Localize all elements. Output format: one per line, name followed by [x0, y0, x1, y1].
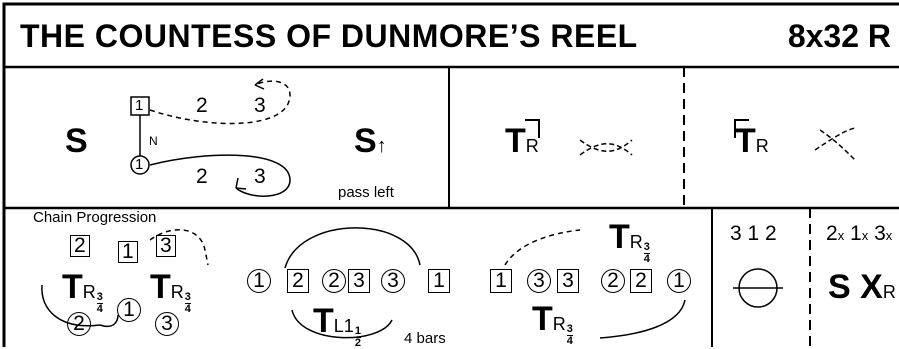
turn-sub: L [333, 316, 344, 336]
set-cross-sub: R [882, 282, 896, 302]
fraction-den: 4 [643, 253, 650, 265]
dashed-path [149, 80, 291, 125]
dancer-box: 1 [428, 269, 450, 293]
order-x: x [861, 228, 869, 243]
turn-letter: T [735, 122, 756, 160]
set-symbol: S↑ [354, 122, 387, 161]
bracket [734, 119, 749, 138]
solid-path [99, 314, 119, 327]
turn-letter: T [150, 268, 171, 306]
solid-path [599, 299, 686, 339]
dancer-circle: 3 [155, 312, 179, 336]
turn-letter: T [505, 122, 526, 160]
order-label: 3 1 2 [730, 222, 777, 245]
bracket [525, 119, 540, 138]
cell-heading: Chain Progression [33, 209, 157, 226]
dancer-circle: 2 [322, 269, 346, 293]
set-cross-letters: S X [828, 268, 883, 306]
north-label: N [149, 134, 158, 148]
path-number: 2 [196, 94, 208, 117]
fraction-den: 2 [354, 337, 361, 349]
crossing-arrows [579, 139, 633, 156]
fraction-num: 3 [643, 241, 650, 254]
turn-sub: R [629, 232, 643, 252]
path-number: 2 [196, 165, 208, 188]
up-arrow: ↑ [376, 135, 387, 157]
dancer-box: 3 [348, 269, 370, 293]
dancer-circle: 2 [601, 269, 625, 293]
solid-path [149, 154, 291, 197]
turn-letter: T [609, 218, 630, 256]
order-x: x [837, 228, 845, 243]
solid-path [291, 309, 393, 339]
turn-symbol: TR [735, 122, 769, 161]
arrowhead [235, 177, 247, 190]
set-cross-symbol: S XR [828, 268, 896, 307]
caption: 4 bars [404, 330, 446, 347]
turn-whole: 1 [343, 316, 354, 336]
turn-sub: R [525, 136, 539, 156]
fraction-den: 4 [96, 303, 103, 315]
turn-letter: T [313, 302, 334, 340]
dancer-box: 1 [118, 241, 138, 263]
arrowhead [254, 78, 265, 90]
dancer-circle: 1 [247, 269, 271, 293]
fraction-num: 3 [566, 323, 573, 336]
turn-sub: R [170, 282, 184, 302]
turn-letter: T [532, 300, 553, 338]
dancer-circle [130, 155, 150, 175]
dashed-path [149, 229, 209, 266]
turn-letter: T [62, 268, 83, 306]
path-number: 3 [254, 94, 266, 117]
dancer-box: 2 [630, 269, 652, 293]
fraction-num: 3 [96, 291, 103, 304]
fraction-num: 1 [354, 325, 361, 338]
crossing-arrows [814, 127, 856, 161]
turn-symbol: TR [505, 122, 539, 161]
fraction-num: 3 [184, 291, 191, 304]
dancer-box: 2 [287, 269, 309, 293]
dancer-circle: 1 [117, 298, 141, 322]
order-label: 2x 1x 3x [826, 222, 892, 246]
circle-label: 1 [135, 156, 144, 173]
dancer-circle: 1 [667, 269, 691, 293]
solid-path [284, 227, 421, 269]
set-symbol: S [65, 122, 88, 160]
dancer-circle: 3 [527, 269, 551, 293]
dancer-circle: 3 [381, 269, 405, 293]
dancer-box: 3 [557, 269, 579, 293]
dancer-box: 3 [156, 235, 176, 257]
dashed-path [504, 229, 581, 266]
order-x: x [885, 228, 893, 243]
turn-sub: R [552, 314, 566, 334]
set-symbol-letter: S [354, 122, 377, 160]
order-number: 2 [826, 222, 838, 245]
order-number: 3 [874, 222, 886, 245]
dancer-circle: 2 [67, 312, 91, 336]
dance-format: 8x32 R [787, 18, 891, 54]
dancer-box: 2 [70, 235, 90, 257]
path-number: 3 [254, 165, 266, 188]
turn-sub: R [82, 282, 96, 302]
box-label: 1 [135, 97, 144, 114]
dancer-box: 1 [490, 269, 512, 293]
dance-title: THE COUNTESS OF DUNMORE’S REEL [20, 18, 638, 54]
fraction-den: 4 [566, 335, 573, 347]
fraction-den: 4 [184, 303, 191, 315]
order-number: 1 [850, 222, 862, 245]
caption: pass left [338, 184, 394, 201]
turn-sub: R [755, 136, 769, 156]
